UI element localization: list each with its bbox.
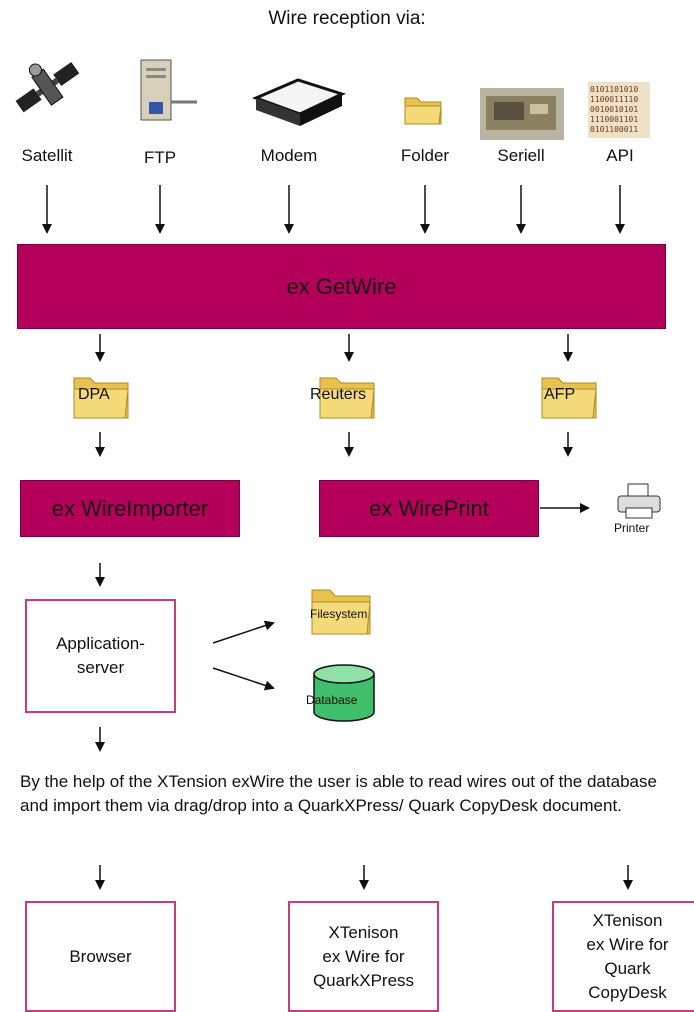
server-icon — [140, 59, 197, 121]
serial-board-icon — [480, 88, 564, 140]
svg-text:1110001101: 1110001101 — [590, 115, 638, 124]
dpa-folder-icon — [73, 377, 129, 419]
source-label-satellit: Satellit — [21, 146, 73, 165]
source-label-ftp: FTP — [143, 148, 177, 167]
svg-text:0101100011: 0101100011 — [590, 125, 638, 134]
xtension-quarkxpress-box: XTenison ex Wire for QuarkXPress — [288, 901, 439, 1012]
afp-folder-icon — [541, 377, 597, 419]
reuters-folder-icon — [319, 377, 375, 419]
agency-label-reuters: Reuters — [310, 386, 367, 403]
svg-text:0101101010: 0101101010 — [590, 85, 638, 94]
svg-text:0010010101: 0010010101 — [590, 105, 638, 114]
diagram-title: Wire reception via: — [268, 8, 426, 29]
printer-icon — [617, 483, 661, 519]
database-icon — [313, 664, 375, 722]
agency-label-dpa: DPA — [78, 386, 110, 403]
source-label-modem: Modem — [260, 146, 318, 165]
database-label: Database — [306, 693, 358, 707]
application-server-box: Application- server — [25, 599, 176, 713]
getwire-box: ex GetWire — [17, 244, 666, 329]
browser-box: Browser — [25, 901, 176, 1012]
wireimporter-box: ex WireImporter — [20, 480, 240, 537]
binary-code-icon: 0101101010 1100011110 0010010101 1110001… — [588, 82, 650, 138]
filesystem-label: Filesystem — [310, 607, 368, 621]
satellite-icon — [15, 61, 80, 113]
printer-label: Printer — [614, 521, 650, 535]
source-label-seriell: Seriell — [497, 146, 545, 165]
filesystem-folder-icon — [311, 589, 371, 635]
svg-text:1100011110: 1100011110 — [590, 95, 638, 104]
modem-icon — [252, 78, 346, 126]
wireprint-box: ex WirePrint — [319, 480, 539, 537]
xtension-copydesk-box: XTenison ex Wire for Quark CopyDesk — [552, 901, 694, 1012]
description-text: By the help of the XTension exWire the u… — [20, 772, 657, 815]
folder-icon — [404, 97, 442, 125]
source-label-folder: Folder — [400, 146, 450, 165]
source-label-api: API — [606, 146, 634, 165]
agency-label-afp: AFP — [544, 386, 576, 403]
